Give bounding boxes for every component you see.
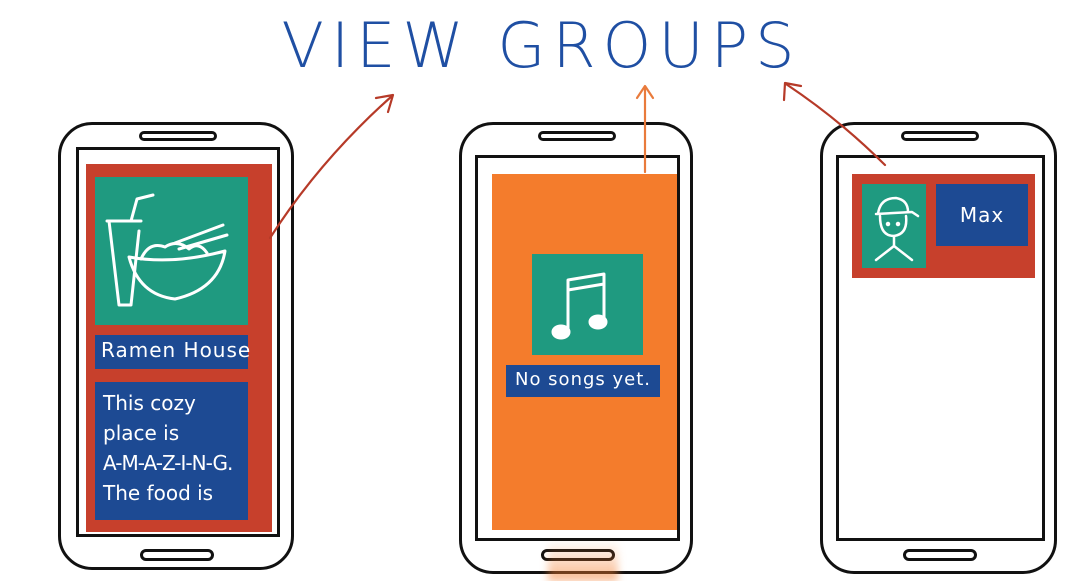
phone-speaker	[901, 131, 979, 141]
restaurant-description: This cozy place is A-M-A-Z-I-N-G. The fo…	[95, 382, 248, 520]
empty-songs-text: No songs yet.	[514, 369, 652, 390]
profile-name-label: Max	[936, 184, 1028, 246]
description-line: place is	[103, 421, 180, 445]
arrow-right	[782, 81, 887, 167]
viewgroup-container: Ramen House This cozy place is A-M-A-Z-I…	[86, 164, 272, 532]
phone-speaker	[139, 131, 217, 141]
phone-screen: Max	[836, 155, 1045, 541]
phone-speaker	[538, 131, 616, 141]
arrow-left	[268, 93, 395, 240]
description-line: The food is	[103, 481, 214, 505]
ramen-image	[95, 177, 248, 325]
ramen-bowl-icon	[105, 193, 229, 307]
viewgroup-container: No songs yet.	[492, 174, 677, 530]
viewgroup-container: Max	[852, 174, 1035, 278]
phone-screen: Ramen House This cozy place is A-M-A-Z-I…	[76, 147, 280, 537]
phone-home-button	[140, 549, 214, 561]
description-line: A-M-A-Z-I-N-G.	[103, 451, 233, 475]
phone-restaurant: Ramen House This cozy place is A-M-A-Z-I…	[58, 122, 294, 570]
avatar-image	[862, 184, 926, 268]
diagram-title: VIEW GROUPS	[281, 9, 802, 82]
phone-screen: No songs yet.	[475, 155, 680, 541]
touch-glow	[548, 540, 618, 581]
avatar-icon	[874, 196, 920, 262]
restaurant-name-text: Ramen House	[101, 338, 252, 362]
restaurant-name-label: Ramen House	[95, 335, 252, 369]
empty-songs-label: No songs yet.	[506, 365, 660, 397]
phone-profile: Max	[820, 122, 1057, 574]
phone-home-button	[903, 549, 977, 561]
profile-name-text: Max	[959, 203, 1005, 227]
music-note-icon	[551, 272, 608, 340]
music-image	[532, 254, 643, 355]
arrow-middle	[635, 84, 655, 174]
description-line: This cozy	[103, 391, 196, 415]
phone-music: No songs yet.	[459, 122, 693, 574]
